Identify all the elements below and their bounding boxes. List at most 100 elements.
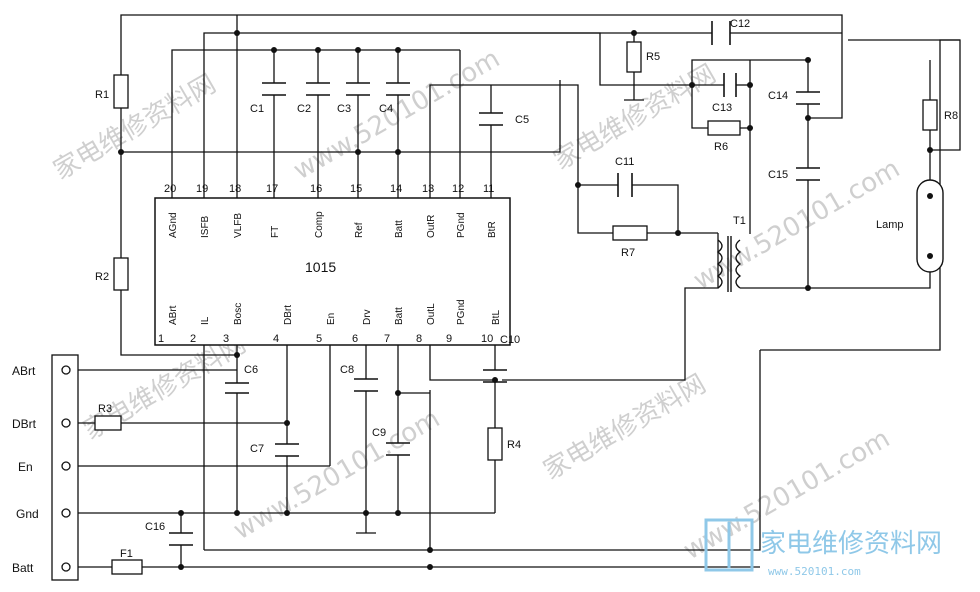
ic-pin-number: 13: [422, 183, 434, 195]
label-r7: R7: [621, 247, 635, 259]
ic-pin-number: 5: [316, 333, 322, 345]
label-r6: R6: [714, 141, 728, 153]
ic-pin-number: 3: [223, 333, 229, 345]
ic-pin-number: 12: [452, 183, 464, 195]
site-logo: 家电维修资料网 www.520101.com: [704, 518, 942, 578]
ic-body: [154, 197, 511, 346]
ic-pin-number: 11: [483, 183, 494, 195]
ic-pin-label: OutL: [426, 303, 437, 325]
label-r3: R3: [98, 403, 112, 415]
wiring: [66, 14, 961, 568]
label-lamp: Lamp: [876, 219, 904, 231]
label-c11: C11: [615, 156, 634, 168]
resistor-bodies: [94, 41, 938, 575]
component-labels: R1 R2 R3 R4 R5 R6 R7 R8 C1 C2 C3 C4 C5 C…: [95, 18, 958, 560]
resistor-r8: [922, 99, 938, 131]
ic-pin-label: DBrt: [283, 305, 294, 325]
ic-pin-label: AGnd: [168, 212, 179, 238]
ic-pin-number: 16: [310, 183, 322, 195]
label-r1: R1: [95, 89, 109, 101]
ic-pin-number: 2: [190, 333, 196, 345]
resistor-r1: [113, 74, 129, 109]
label-c4: C4: [379, 103, 393, 115]
resistor-r4: [487, 427, 503, 461]
label-r8: R8: [944, 110, 958, 122]
ic-pin-label: OutR: [426, 215, 437, 238]
connector-labels: ABrt DBrt En Gnd Batt: [12, 364, 39, 575]
terminal-label-gnd: Gnd: [16, 507, 39, 521]
ic-pin-label: Drv: [362, 309, 373, 325]
watermark-url-1: www.520101.com: [289, 44, 506, 186]
label-c13: C13: [712, 102, 732, 114]
ic-pin-label: BtR: [487, 221, 498, 238]
ic-pin-number: 10: [481, 333, 493, 345]
terminal-label-abrt: ABrt: [12, 364, 36, 378]
terminal-batt: [61, 562, 71, 572]
ic-pin-label: PGnd: [456, 299, 467, 325]
ic-pin-label: FT: [270, 226, 281, 238]
ic-pin-label: Ref: [354, 222, 365, 238]
label-c5: C5: [515, 114, 529, 126]
ic-pin-label: Bosc: [233, 303, 244, 325]
label-c3: C3: [337, 103, 351, 115]
ic-pin-number: 6: [352, 333, 358, 345]
ic-part-number: 1015: [305, 259, 336, 275]
terminal-label-en: En: [18, 460, 33, 474]
resistor-r3: [94, 415, 122, 431]
ic-pin-number: 15: [350, 183, 362, 195]
label-r4: R4: [507, 439, 521, 451]
label-c1: C1: [250, 103, 264, 115]
label-c12: C12: [730, 18, 750, 30]
ic-pin-label: IL: [200, 316, 211, 325]
ic-pin-number: 20: [164, 183, 176, 195]
ic-pin-label: Batt: [394, 220, 405, 238]
resistor-r5: [626, 41, 642, 73]
transformer-t1: [716, 236, 742, 292]
junction-dots: [118, 30, 933, 570]
ic-pin-number: 9: [446, 333, 452, 345]
ic-pin-number: 19: [196, 183, 208, 195]
terminal-label-dbrt: DBrt: [12, 417, 37, 431]
connector-terminals: [61, 365, 71, 572]
label-c7: C7: [250, 443, 264, 455]
terminal-abrt: [61, 365, 71, 375]
ic-pin-label: Comp: [314, 211, 325, 238]
fuse-f1: [111, 559, 143, 575]
label-c8: C8: [340, 364, 354, 376]
label-c10: C10: [500, 334, 520, 346]
ic-pin-number: 1: [158, 333, 164, 345]
ic-pin-label: ISFB: [200, 215, 211, 238]
lamp-symbol: [916, 179, 944, 273]
ic-top-pin-group: 20AGnd19ISFB18VLFB17FT16Comp15Ref14Batt1…: [164, 183, 498, 238]
ic-pin-label: En: [326, 313, 337, 325]
label-t1: T1: [733, 215, 746, 227]
terminal-en: [61, 461, 71, 471]
label-r5: R5: [646, 51, 660, 63]
label-c6: C6: [244, 364, 258, 376]
ic-pin-number: 7: [384, 333, 390, 345]
label-c15: C15: [768, 169, 788, 181]
resistor-r6: [707, 120, 741, 136]
resistor-r7: [612, 225, 648, 241]
label-c2: C2: [297, 103, 311, 115]
ic-pin-label: ABrt: [168, 305, 179, 325]
watermark-cn-2: 家电维修资料网: [549, 59, 722, 176]
logo-text-cn: 家电维修资料网: [760, 529, 942, 559]
ic-pin-number: 8: [416, 333, 422, 345]
label-c16: C16: [145, 521, 165, 533]
watermark-cn-1: 家电维修资料网: [49, 69, 222, 186]
terminal-label-batt: Batt: [12, 561, 34, 575]
watermark-url-3: www.520101.com: [229, 404, 446, 546]
label-f1: F1: [120, 548, 133, 560]
ic-pin-label: BtL: [491, 310, 502, 325]
label-r2: R2: [95, 271, 109, 283]
ic-pin-label: VLFB: [233, 213, 244, 238]
logo-book-icon: [704, 518, 754, 572]
resistor-r2: [113, 257, 129, 291]
terminal-dbrt: [61, 418, 71, 428]
ic-bottom-pin-group: 1ABrt2IL3Bosc4DBrt5En6Drv7Batt8OutL9PGnd…: [158, 299, 502, 345]
ic-pin-number: 14: [390, 183, 402, 195]
label-c14: C14: [768, 90, 788, 102]
ic-pin-number: 18: [229, 183, 241, 195]
